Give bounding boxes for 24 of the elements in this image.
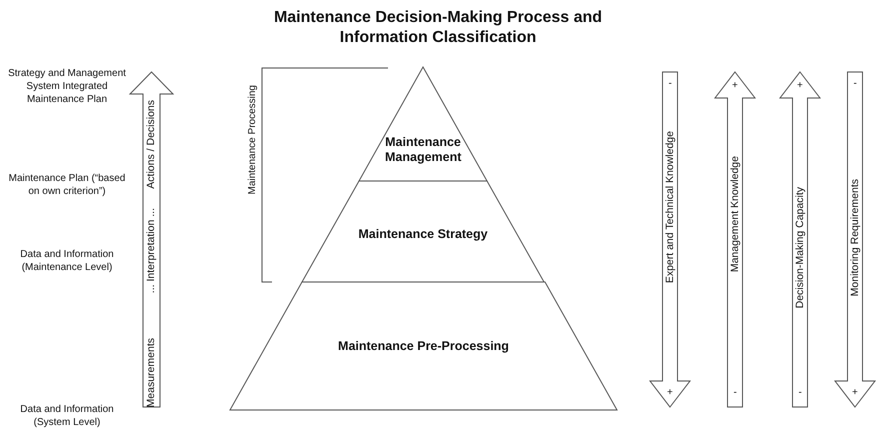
sign-mark: - <box>854 79 857 89</box>
sign-mark: - <box>668 79 672 89</box>
arrow-label: Actions / Decisions <box>146 100 156 188</box>
bracket-label: Maintenance Processing <box>248 85 258 195</box>
sign-mark: + <box>732 81 738 91</box>
arrow-label: Measurements <box>146 338 156 407</box>
arrow-label: ... Interpretation ... <box>146 208 156 293</box>
arrow-label: Decision-Making Capacity <box>794 186 805 308</box>
tier-label: Maintenance Management <box>384 134 462 166</box>
arrow-label: Expert and Technical Knowledge <box>664 131 675 284</box>
arrow-label: Management Knowledge <box>730 156 740 272</box>
tier-label: Maintenance Pre-Processing <box>337 339 510 355</box>
side-label: Data and Information (Maintenance Level) <box>19 248 115 274</box>
sign-mark: + <box>852 388 858 398</box>
sign-mark: + <box>797 81 803 91</box>
side-label: Strategy and Management System Integrated Maintenance Plan <box>7 67 127 106</box>
title: Maintenance Decision-Making Process and Information Classification <box>272 8 604 48</box>
side-label: Data and Information (System Level) <box>19 403 115 429</box>
sign-mark: - <box>798 388 802 398</box>
tier-label: Maintenance Strategy <box>357 227 489 243</box>
side-label: Maintenance Plan (“based on own criterion”) <box>8 172 126 198</box>
arrow-label: Monitoring Requirements <box>850 178 860 296</box>
sign-mark: + <box>667 388 673 398</box>
sign-mark: - <box>734 388 737 398</box>
